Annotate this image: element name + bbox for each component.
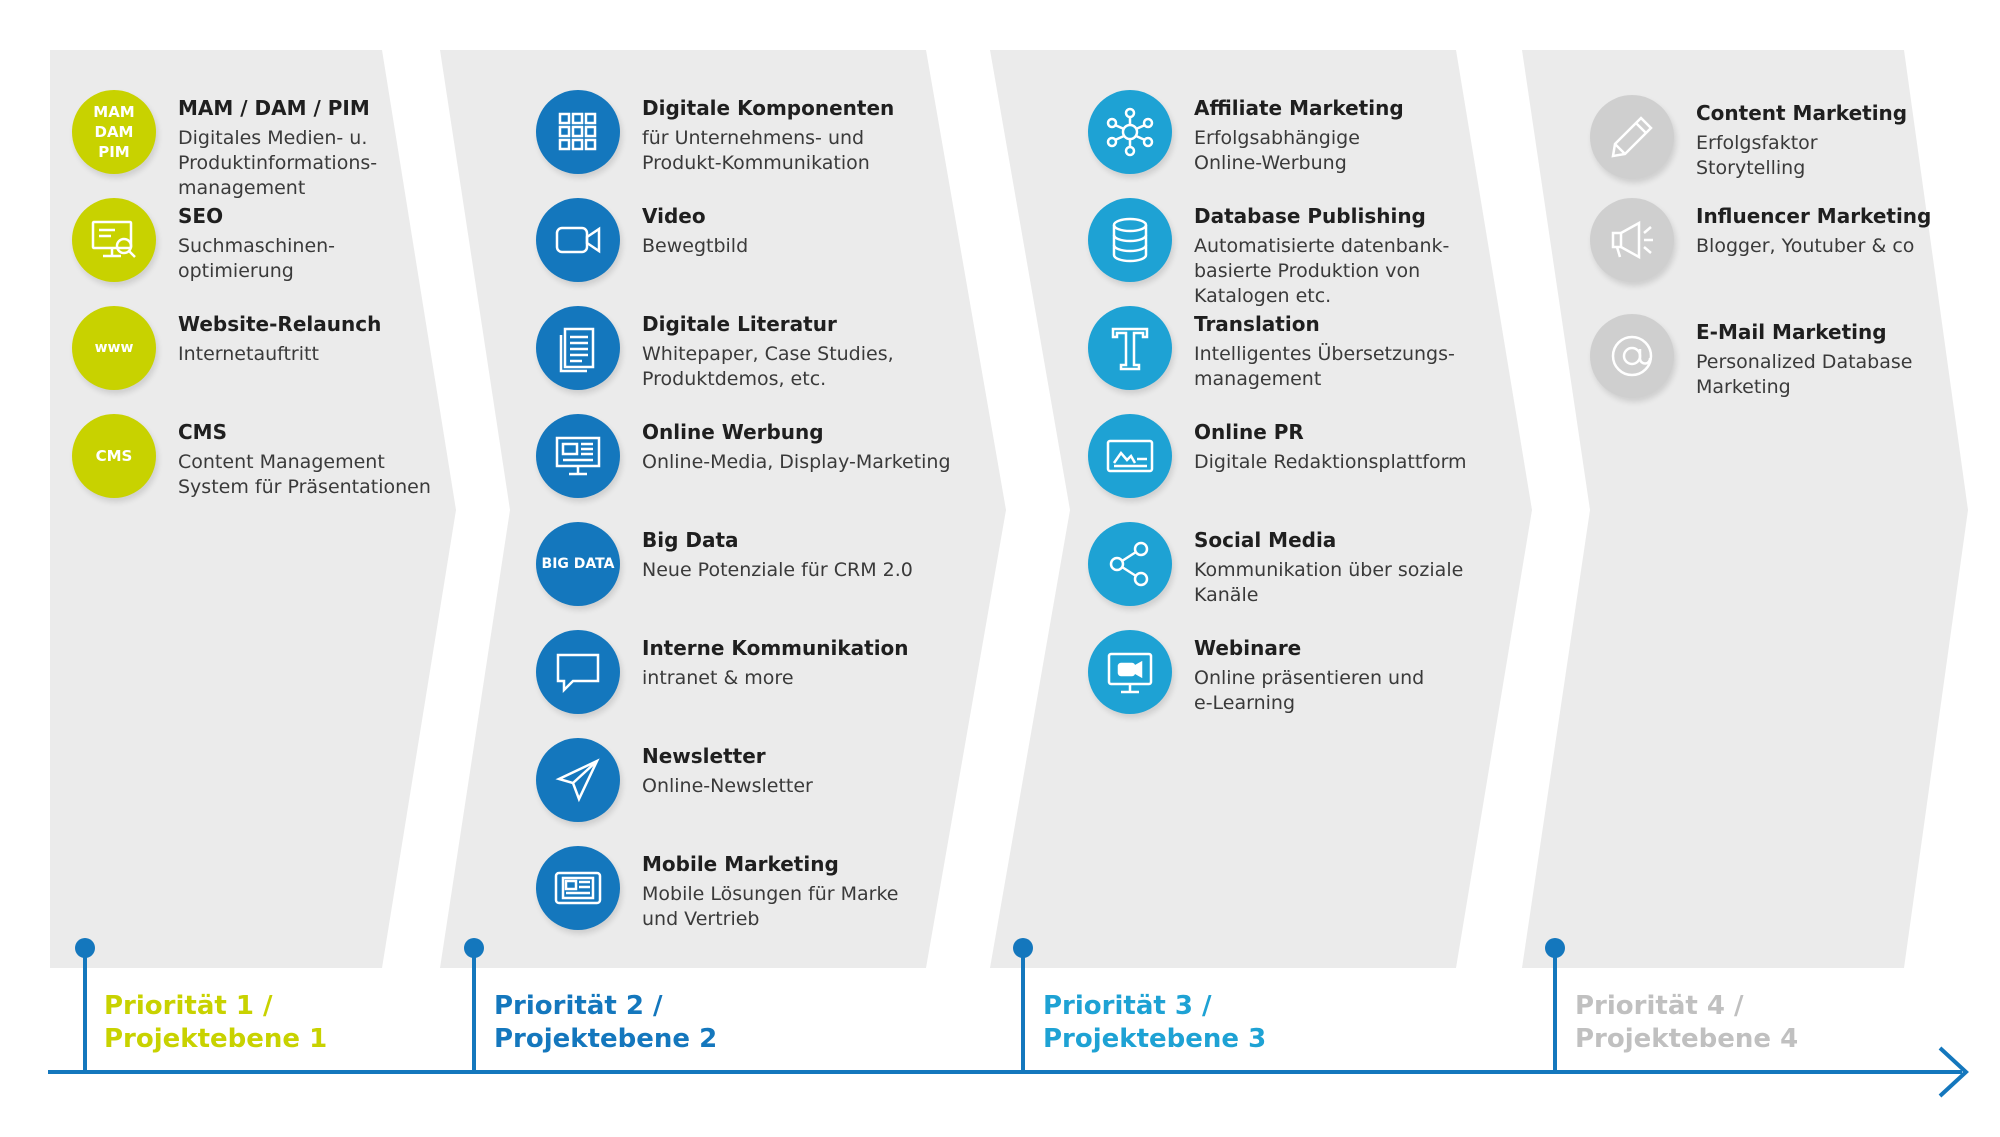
item-title: Online PR	[1194, 420, 1304, 444]
priority-label-2-line2: Projektebene 2	[494, 1024, 718, 1054]
item-title: CMS	[178, 420, 227, 444]
priority-label-2: Priorität 2 / Projektebene 2	[494, 990, 717, 1056]
monitor-ad-icon	[536, 414, 620, 498]
item-title: Digitale Komponenten	[642, 96, 895, 120]
item-description: Digitales Medien- u. Produktinformations…	[178, 127, 378, 199]
milestone-dot-4	[1545, 938, 1565, 958]
priority-label-4-line2: Projektebene 4	[1575, 1024, 1799, 1054]
video-camera-icon	[536, 198, 620, 282]
item-title: Interne Kommunikation	[642, 636, 909, 660]
priority-label-1-line2: Projektebene 1	[104, 1024, 328, 1054]
priority-label-2-line1: Priorität 2 /	[494, 991, 663, 1021]
item-description: Mobile Lösungen für Marke und Vertrieb	[642, 883, 899, 930]
item-title: Big Data	[642, 528, 739, 552]
milestone-dot-1	[75, 938, 95, 958]
item-description: Online präsentieren und e-Learning	[1194, 667, 1425, 714]
big-data-icon-text: BIG DATA	[541, 556, 615, 572]
mam-dam-pim-text-icon: MAM DAM PIM	[72, 90, 156, 174]
item-description: Personalized Database Marketing	[1696, 351, 1913, 398]
item-description: intranet & more	[642, 667, 794, 689]
item-title: Newsletter	[642, 744, 766, 768]
priority-label-3: Priorität 3 / Projektebene 3	[1043, 990, 1266, 1056]
webinar-icon	[1088, 630, 1172, 714]
item-description: für Unternehmens- und Produkt-Kommunikat…	[642, 127, 870, 174]
chevron-panel-1	[50, 50, 456, 968]
priority-label-1-line1: Priorität 1 /	[104, 991, 273, 1021]
item-description: Bewegtbild	[642, 235, 749, 257]
priority-label-4: Priorität 4 / Projektebene 4	[1575, 990, 1798, 1056]
milestone-dot-2	[464, 938, 484, 958]
item-description: Erfolgsabhängige Online-Werbung	[1194, 127, 1360, 174]
item-description: Whitepaper, Case Studies, Produktdemos, …	[642, 343, 894, 390]
item-title: SEO	[178, 204, 224, 228]
cms-icon-text: CMS	[95, 447, 133, 465]
priority-label-4-line1: Priorität 4 /	[1575, 991, 1744, 1021]
timeline-arrow-head	[1938, 1046, 1969, 1098]
item-description: Content Management System für Präsentati…	[178, 451, 431, 498]
www-text-icon: www	[72, 306, 156, 390]
item-title: E-Mail Marketing	[1696, 320, 1887, 344]
item-title: Database Publishing	[1194, 204, 1426, 228]
grid-icon	[536, 90, 620, 174]
speech-bubble-icon	[536, 630, 620, 714]
priority-label-1: Priorität 1 / Projektebene 1	[104, 990, 327, 1056]
item-description: Intelligentes Übersetzungs- management	[1194, 343, 1455, 390]
item-title: Mobile Marketing	[642, 852, 839, 876]
item-title: MAM / DAM / PIM	[178, 96, 370, 120]
item-description: Erfolgsfaktor Storytelling	[1696, 132, 1818, 179]
share-icon	[1088, 522, 1172, 606]
cms-text-icon: CMS	[72, 414, 156, 498]
item-title: Translation	[1194, 312, 1320, 336]
item-description: Internetauftritt	[178, 343, 319, 365]
chevron-panel-4	[1522, 50, 1968, 968]
item-title: Influencer Marketing	[1696, 204, 1932, 228]
pencil-icon	[1590, 95, 1674, 179]
paper-plane-icon	[536, 738, 620, 822]
item-title: Affiliate Marketing	[1194, 96, 1404, 120]
www-icon-text: www	[94, 340, 134, 356]
item-description: Automatisierte datenbank- basierte Produ…	[1194, 235, 1450, 307]
priority-label-3-line1: Priorität 3 /	[1043, 991, 1212, 1021]
at-sign-icon	[1590, 314, 1674, 398]
database-icon	[1088, 198, 1172, 282]
item-title: Video	[642, 204, 706, 228]
item-title: Digitale Literatur	[642, 312, 837, 336]
item-description: Digitale Redaktionsplattform	[1194, 451, 1467, 473]
chevron-panel-3	[990, 50, 1532, 968]
letter-t-icon	[1088, 306, 1172, 390]
big-data-text-icon: BIG DATA	[536, 522, 620, 606]
item-title: Website-Relaunch	[178, 312, 382, 336]
item-description: Online-Media, Display-Marketing	[642, 451, 951, 473]
item-title: Online Werbung	[642, 420, 824, 444]
network-icon	[1088, 90, 1172, 174]
item-description: Blogger, Youtuber & co	[1696, 235, 1915, 257]
item-description: Neue Potenziale für CRM 2.0	[642, 559, 913, 581]
pr-screen-icon	[1088, 414, 1172, 498]
chevron-panel-2	[440, 50, 1006, 968]
monitor-search-icon	[72, 198, 156, 282]
item-description: Online-Newsletter	[642, 775, 813, 797]
item-title: Webinare	[1194, 636, 1302, 660]
mam-dam-pim-icon-text: MAM DAM PIM	[93, 103, 135, 161]
megaphone-icon	[1590, 198, 1674, 282]
item-title: Content Marketing	[1696, 101, 1908, 125]
item-description: Kommunikation über soziale Kanäle	[1194, 559, 1464, 606]
milestone-dot-3	[1013, 938, 1033, 958]
item-title: Social Media	[1194, 528, 1337, 552]
document-icon	[536, 306, 620, 390]
item-description: Suchmaschinen- optimierung	[178, 235, 336, 282]
priority-label-3-line2: Projektebene 3	[1043, 1024, 1267, 1054]
tablet-icon	[536, 846, 620, 930]
